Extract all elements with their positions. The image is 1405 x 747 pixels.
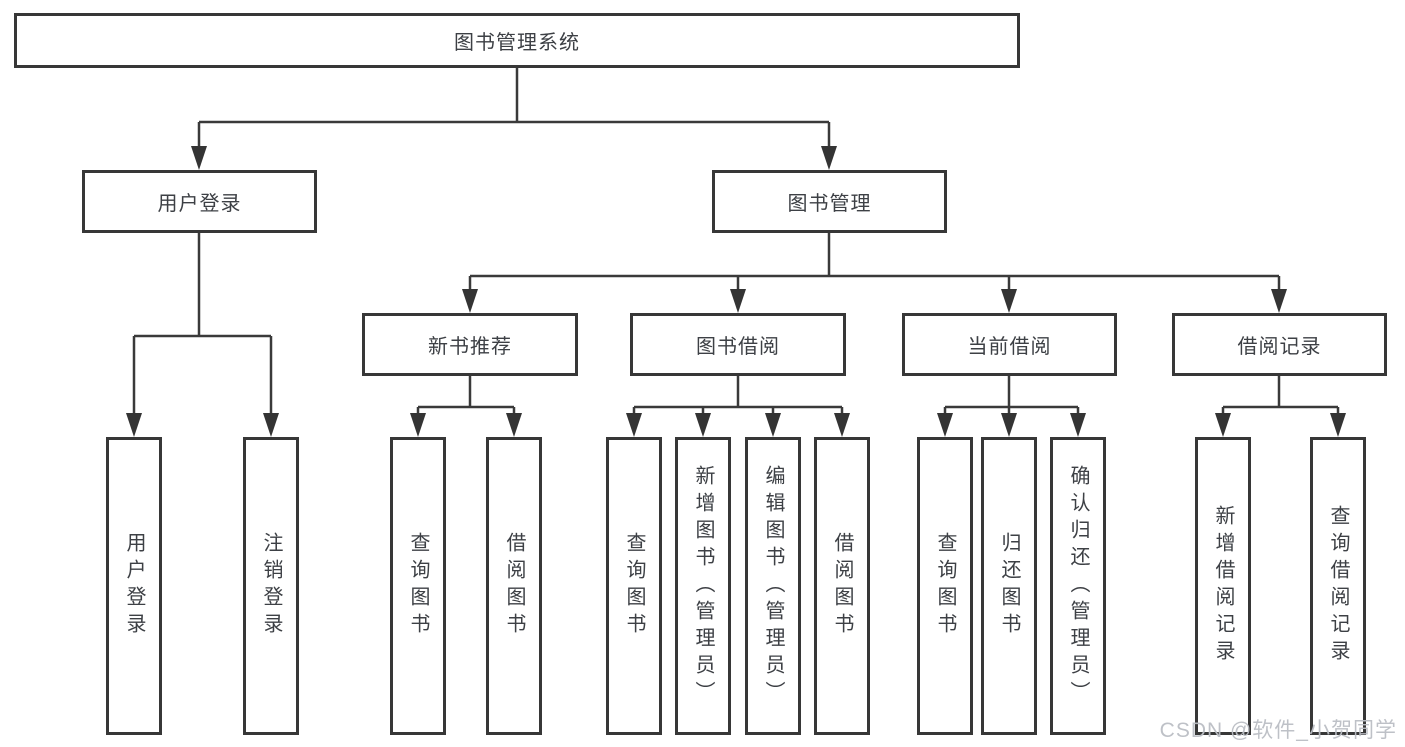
leaf-query-borrow-record: 查询借阅记录 [1310, 437, 1366, 735]
node-label: 借阅图书 [831, 532, 853, 640]
node-label: 借阅记录 [1237, 336, 1322, 358]
node-new-book-recommend: 新书推荐 [362, 313, 578, 376]
node-label: 查询借阅记录 [1327, 505, 1349, 667]
arrowhead [263, 413, 279, 437]
node-label: 当前借阅 [967, 336, 1052, 358]
node-borrowing-records: 借阅记录 [1172, 313, 1387, 376]
arrowhead [937, 413, 953, 437]
leaf-borrow-books: 借阅图书 [814, 437, 870, 735]
node-user-login: 用户登录 [82, 170, 317, 233]
arrowhead [506, 413, 522, 437]
arrowhead [730, 289, 746, 313]
leaf-borrow-books: 借阅图书 [486, 437, 542, 735]
node-label: 新书推荐 [428, 336, 512, 358]
node-label: 查询图书 [623, 532, 645, 640]
arrowhead [765, 413, 781, 437]
arrowhead [410, 413, 426, 437]
csdn-watermark: CSDN @软件_小贺同学 [1159, 719, 1397, 742]
leaf-query-books: 查询图书 [917, 437, 973, 735]
arrowhead [1330, 413, 1346, 437]
node-book-management: 图书管理 [712, 170, 947, 233]
arrowhead [126, 413, 142, 437]
node-label: 用户登录 [157, 193, 242, 215]
arrowhead [834, 413, 850, 437]
arrowhead [191, 146, 207, 170]
leaf-user-login: 用户登录 [106, 437, 162, 735]
node-current-borrowing: 当前借阅 [902, 313, 1117, 376]
arrowhead [1001, 413, 1017, 437]
node-label: 编辑图书（管理员） [762, 464, 784, 708]
leaf-confirm-return-admin: 确认归还（管理员） [1050, 437, 1106, 735]
node-label: 新增借阅记录 [1212, 505, 1234, 667]
leaf-logout: 注销登录 [243, 437, 299, 735]
node-label: 借阅图书 [503, 532, 525, 640]
node-library-management-system: 图书管理系统 [14, 13, 1020, 68]
arrowhead [1070, 413, 1086, 437]
leaf-return-books: 归还图书 [981, 437, 1037, 735]
leaf-add-books-admin: 新增图书（管理员） [675, 437, 731, 735]
arrowhead [1001, 289, 1017, 313]
node-label: 注销登录 [260, 532, 282, 640]
leaf-query-books: 查询图书 [606, 437, 662, 735]
node-label: 确认归还（管理员） [1067, 464, 1089, 708]
node-label: 查询图书 [934, 532, 956, 640]
arrowhead [626, 413, 642, 437]
leaf-edit-books-admin: 编辑图书（管理员） [745, 437, 801, 735]
node-label: 图书借阅 [696, 336, 780, 358]
node-label: 图书管理 [787, 193, 872, 215]
leaf-query-books: 查询图书 [390, 437, 446, 735]
arrowhead [1271, 289, 1287, 313]
arrowhead [821, 146, 837, 170]
node-label: 归还图书 [998, 532, 1020, 640]
node-label: 查询图书 [407, 532, 429, 640]
arrowhead [462, 289, 478, 313]
node-label: 图书管理系统 [454, 32, 580, 54]
leaf-add-borrow-record: 新增借阅记录 [1195, 437, 1251, 735]
node-label: 新增图书（管理员） [692, 464, 714, 708]
arrowhead [1215, 413, 1231, 437]
arrowhead [695, 413, 711, 437]
node-label: 用户登录 [123, 532, 145, 640]
node-book-borrowing: 图书借阅 [630, 313, 846, 376]
